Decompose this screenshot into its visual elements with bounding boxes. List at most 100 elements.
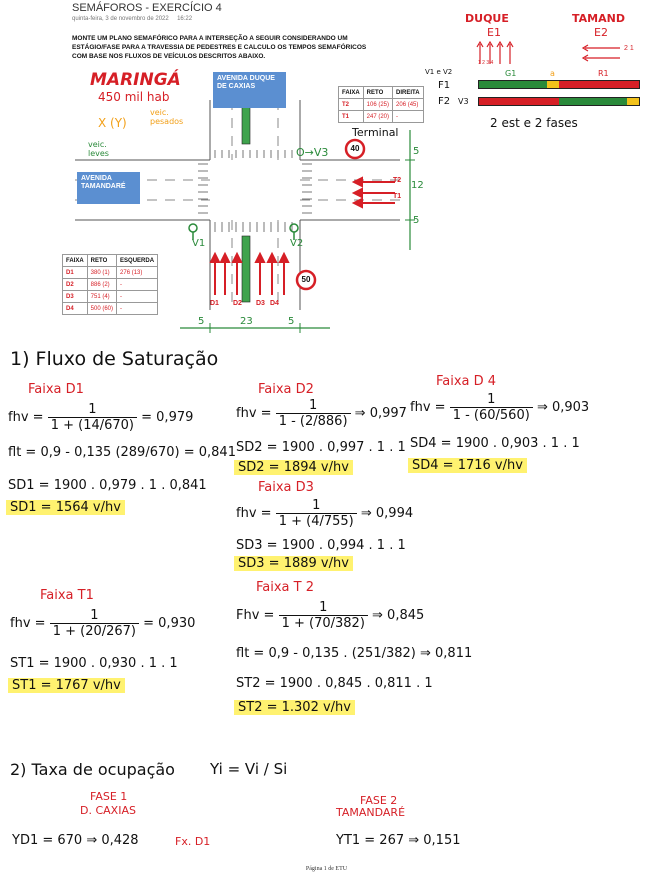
fraction-num: 1 <box>49 608 139 624</box>
xy-note: X (Y) <box>98 116 127 130</box>
problem-statement: MONTE UM PLANO SEMAFÓRICO PARA A INTERSE… <box>72 35 367 60</box>
intersection-diagram <box>75 100 415 333</box>
d1-s-result: SD1 = 1564 v/hv <box>6 500 125 515</box>
cell-reto: 380 (1) <box>86 266 118 279</box>
section2-formula: Yi = Vi / Si <box>210 760 288 778</box>
cell-reto: 886 (2) <box>86 278 118 291</box>
dim-right-bot: 5 <box>413 215 420 226</box>
v2-label: V2 <box>290 238 304 249</box>
speed-limit-50-icon <box>295 269 317 291</box>
fraction-den: 1 - (60/560) <box>452 408 530 423</box>
cell-direita: - <box>392 110 424 123</box>
stage-a: a <box>550 69 555 78</box>
fhv-lhs: fhv = <box>410 400 446 415</box>
fhv-lhs: Fhv = <box>236 608 275 623</box>
stage-v3: V3 <box>458 97 469 106</box>
highlight-result: ST2 = 1.302 v/hv <box>234 700 355 715</box>
lane-label-d2: D2 <box>233 300 242 307</box>
d1-s-expression: SD1 = 1900 . 0,979 . 1 . 0,841 <box>8 478 207 493</box>
cell-faixa: T2 <box>338 98 364 111</box>
stage-f1: F1 <box>438 80 451 91</box>
fhv-result: ⇒ 0,903 <box>536 400 590 415</box>
cell-esquerda: - <box>116 278 159 291</box>
d4-s-expression: SD4 = 1900 . 0,903 . 1 . 1 <box>410 436 580 451</box>
fase2-bar <box>478 97 640 106</box>
faixa-d1-label: Faixa D1 <box>28 382 84 397</box>
stage-r1: R1 <box>598 69 609 78</box>
fhv-result: ⇒ 0,997 <box>354 406 407 421</box>
flt-result: ⇒ 0,811 <box>420 646 473 661</box>
highlight-result: SD1 = 1564 v/hv <box>6 500 125 515</box>
lane-label-t1: T1 <box>393 193 402 200</box>
cell-reto: 106 (25) <box>362 98 394 111</box>
fhv-result: ⇒ 0,994 <box>360 506 414 521</box>
yd1-note: Fx. D1 <box>175 835 211 848</box>
fraction-den: 1 + (20/267) <box>52 624 136 639</box>
population-note: 450 mil hab <box>98 90 170 104</box>
stage-e2-title: TAMAND <box>572 12 625 25</box>
fase2-green <box>559 98 627 105</box>
d3-s-expression: SD3 = 1900 . 0,994 . 1 . 1 <box>236 538 406 553</box>
fhv-lhs: fhv = <box>236 406 272 421</box>
page-date: quinta-feira, 3 de novembro de 2022 16:2… <box>72 16 192 22</box>
cell-faixa: D2 <box>62 278 88 291</box>
stage-e2: E2 <box>594 26 608 39</box>
highlight-result: SD2 = 1894 v/hv <box>234 460 353 475</box>
col-esquerda: ESQUERDA <box>116 254 159 267</box>
flt-lhs: flt = 0,9 - 0,135 . <box>236 646 348 661</box>
cell-faixa: T1 <box>338 110 364 123</box>
fraction-num: 1 <box>275 498 357 514</box>
col-faixa: FAIXA <box>338 86 364 99</box>
table-row: D1 380 (1) 276 (13) <box>62 266 159 279</box>
table-row: D4 500 (60) - <box>62 302 159 315</box>
page-title: SEMÁFOROS - EXERCÍCIO 4 <box>72 2 222 14</box>
table-header-row: FAIXA RETO ESQUERDA <box>62 254 159 267</box>
fase1-label: FASE 1 <box>90 790 128 803</box>
fase1-green <box>479 81 547 88</box>
terminal-note: Terminal <box>352 126 399 139</box>
stage-g1: G1 <box>505 69 517 78</box>
city-note: MARINGÁ <box>90 70 181 90</box>
lane-label-d3: D3 <box>256 300 265 307</box>
fraction-num: 1 <box>47 402 137 418</box>
flt-result: = 0,841 <box>183 445 236 460</box>
fase2-sub: TAMANDARÉ <box>336 806 406 819</box>
stage-e1-title: DUQUE <box>465 12 509 25</box>
lane-label-d4: D4 <box>270 300 279 307</box>
stage-e1: E1 <box>487 26 501 39</box>
speed-40-text: 40 <box>350 144 360 153</box>
col-direita: DIREITA <box>392 86 424 99</box>
cell-faixa: D1 <box>62 266 88 279</box>
stage-veiculos: V1 e V2 <box>425 68 453 76</box>
lane-label-d1: D1 <box>210 300 219 307</box>
fraction-num: 1 <box>278 600 368 616</box>
fase1-red <box>559 81 639 88</box>
d3-s-result: SD3 = 1889 v/hv <box>234 556 353 571</box>
faixa-d3-label: Faixa D3 <box>258 480 314 495</box>
col-reto: RETO <box>86 254 118 267</box>
faixa-d2-label: Faixa D2 <box>258 382 314 397</box>
yd1-expression: YD1 = 670 ⇒ 0,428 <box>12 833 139 848</box>
cell-reto: 751 (4) <box>86 290 118 303</box>
lane-label-t2: T2 <box>393 177 402 184</box>
fase1-bar <box>478 80 640 89</box>
fhv-lhs: fhv = <box>8 410 44 425</box>
col-reto: RETO <box>362 86 394 99</box>
section2-title: 2) Taxa de ocupação <box>10 760 175 779</box>
stage-f2: F2 <box>438 96 451 107</box>
cell-faixa: D3 <box>62 290 88 303</box>
median-south <box>241 235 251 303</box>
road-tamandare: AVENIDA TAMANDARÉ <box>77 172 140 204</box>
fhv-lhs: fhv = <box>10 616 46 631</box>
faixa-t1-label: Faixa T1 <box>40 588 94 603</box>
fase2-amber <box>627 98 639 105</box>
table-row: D2 886 (2) - <box>62 278 159 291</box>
